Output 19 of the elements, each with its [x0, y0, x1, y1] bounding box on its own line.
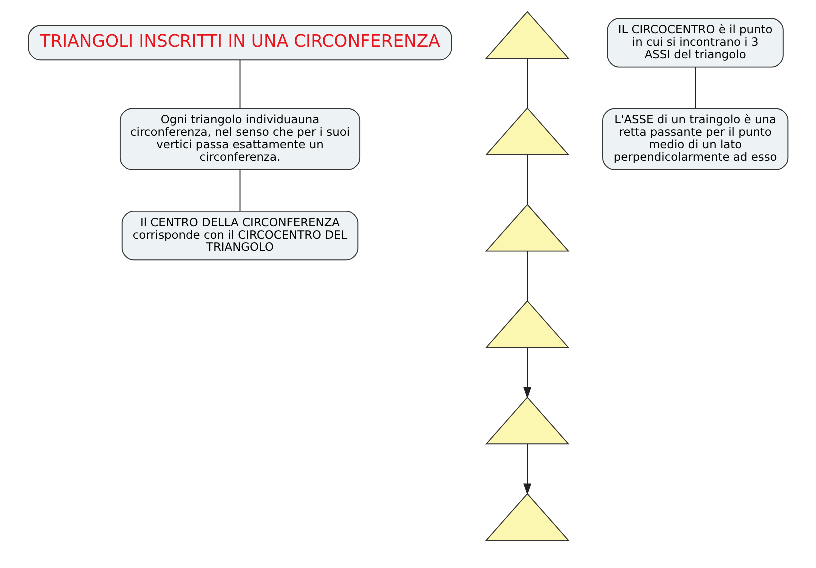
picture: [484, 493, 570, 542]
picture: [484, 300, 570, 348]
arrow: [523, 444, 532, 496]
connector: [526, 251, 528, 302]
picture: [484, 204, 570, 252]
connector: [694, 67, 696, 110]
picture: [484, 108, 570, 156]
node-box: IL CIRCOCENTRO è il punto in cui si incontrano i 3 ASSI del triangolo: [606, 18, 784, 68]
connector: [239, 170, 240, 212]
picture: [484, 11, 570, 59]
node-box: L'ASSE di un traingolo è una retta passante per il punto medio di un lato perpendicolarmente ad esso: [602, 108, 788, 170]
node-box: TRIANGOLI INSCRITTI IN UNA CIRCONFERENZA: [28, 25, 452, 61]
connector: [526, 154, 528, 206]
arrow: [523, 347, 532, 399]
node-box: Ogni triangolo individuauna circonferenza, nel senso che per i suoi vertici passa esattamente un circonferenza.: [119, 108, 360, 170]
picture: [484, 396, 570, 445]
connector: [526, 58, 528, 109]
connector: [239, 60, 240, 110]
node-box: Il CENTRO DELLA CIRCONFERENZA corrisponde con il CIRCOCENTRO DEL TRIANGOLO: [121, 210, 358, 261]
